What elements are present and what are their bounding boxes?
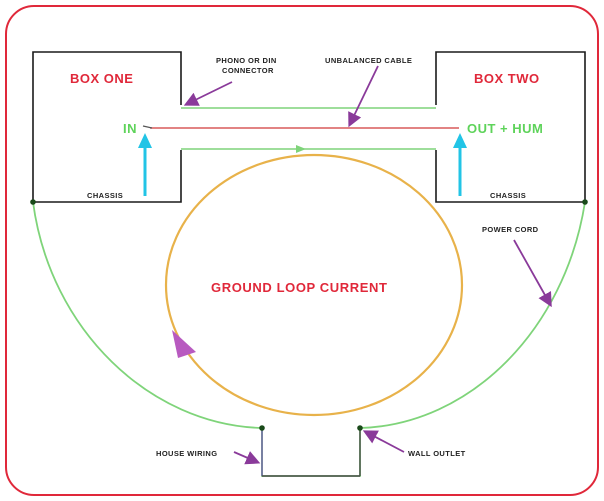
outer-frame (5, 5, 599, 496)
box-one-label: BOX ONE (70, 71, 133, 86)
box-one-outline (32, 51, 182, 203)
chassis-left-label: CHASSIS (87, 191, 123, 200)
in-label: IN (123, 121, 137, 136)
power-cord-pointer-arrow (513, 239, 552, 308)
shield-current-arrow (296, 145, 306, 153)
wall-outlet-label: WALL OUTLET (408, 449, 466, 458)
box-two-label: BOX TWO (474, 71, 540, 86)
out-hum-label: OUT + HUM (467, 121, 543, 136)
ground-loop-current-label: GROUND LOOP CURRENT (211, 280, 388, 295)
loop-direction-arrow (172, 330, 196, 358)
wall-outlet-pointer-arrow (362, 430, 405, 453)
ground-loop-circle (164, 153, 464, 417)
phono-pointer-arrow (183, 81, 233, 106)
chassis-right-label: CHASSIS (490, 191, 526, 200)
power-cord-label: POWER CORD (482, 225, 539, 234)
house-wiring-pointer-arrow (233, 451, 261, 465)
connector-stub (142, 125, 153, 129)
house-wiring-node (259, 425, 265, 431)
phono-connector-label-line2: CONNECTOR (222, 66, 274, 75)
power-cord-loop (32, 201, 586, 477)
cable-pointer-arrow (348, 65, 379, 128)
phono-connector-label-line1: PHONO OR DIN (216, 56, 277, 65)
out-signal-arrow (453, 133, 467, 196)
house-wiring-label: HOUSE WIRING (156, 449, 217, 458)
unbalanced-cable-label: UNBALANCED CABLE (325, 56, 412, 65)
box-two-outline (435, 51, 586, 203)
in-signal-arrow (138, 133, 152, 196)
wall-outlet-node (357, 425, 363, 431)
chassis-node-right (582, 199, 588, 205)
chassis-node-left (30, 199, 36, 205)
